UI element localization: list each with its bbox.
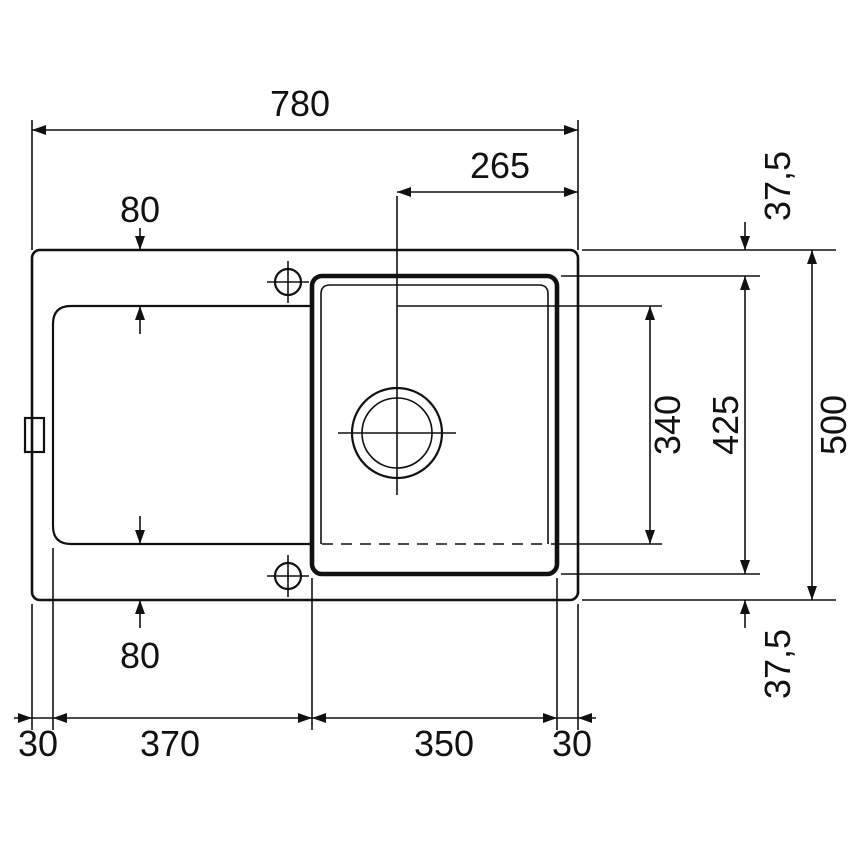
arrowhead-up — [135, 306, 145, 320]
dim-label-drainer-width: 370 — [140, 723, 200, 764]
dim-deck-bottom: 80 — [120, 516, 160, 676]
bowl-outline — [309, 273, 560, 577]
tap-hole-top — [267, 261, 309, 303]
arrowhead-down — [135, 530, 145, 544]
arrowhead-up — [135, 600, 145, 614]
arrowhead-down — [740, 560, 750, 574]
main-bowl — [309, 273, 560, 577]
arrowhead-left — [312, 713, 326, 723]
arrowhead-up — [740, 600, 750, 614]
dim-bowl-inner-length: 340 — [645, 306, 688, 544]
dim-label-overall-depth: 500 — [813, 395, 854, 455]
dim-label-drain-offset: 265 — [470, 145, 530, 186]
drainer-outline — [51, 304, 312, 546]
arrowhead-up — [807, 250, 817, 264]
dim-overall-depth: 500 — [807, 250, 854, 600]
arrowhead-right — [543, 713, 557, 723]
overflow-slot — [23, 416, 46, 454]
arrowhead-down — [135, 236, 145, 250]
dim-label-top-margin: 37,5 — [757, 151, 798, 221]
drain-hole — [338, 196, 456, 495]
arrowhead-left — [32, 125, 46, 135]
arrowhead-down — [740, 236, 750, 250]
dim-label-deck-top: 80 — [120, 189, 160, 230]
arrowhead-right — [564, 187, 578, 197]
dim-label-deck-bottom: 80 — [120, 635, 160, 676]
dim-label-overall-width: 780 — [270, 83, 330, 124]
dim-drain-offset: 265 — [397, 145, 578, 197]
arrowhead-down — [807, 586, 817, 600]
dim-label-bowl-length: 425 — [705, 395, 746, 455]
arrowhead-right — [298, 713, 312, 723]
arrowhead-up — [740, 276, 750, 290]
dim-label-bowl-width: 350 — [414, 723, 474, 764]
dim-bottom-chain: 30 370 350 30 — [14, 548, 596, 764]
dim-deck-top: 80 — [120, 189, 160, 334]
arrowhead-right — [18, 713, 32, 723]
right-extension-lines — [397, 249, 836, 601]
arrowhead-down — [645, 530, 655, 544]
arrowhead-left — [578, 713, 592, 723]
bowl-rim-line — [320, 284, 549, 544]
arrowhead-left — [397, 187, 411, 197]
dim-overall-width: 780 — [31, 83, 579, 250]
overflow-slot-rect — [23, 416, 46, 454]
drainer-area — [51, 304, 312, 546]
dim-label-right-margin: 30 — [552, 723, 592, 764]
arrowhead-right — [564, 125, 578, 135]
dim-label-bowl-inner-length: 340 — [647, 395, 688, 455]
arrowhead-up — [645, 306, 655, 320]
dim-bowl-length-column: 37,5 425 37,5 — [705, 151, 798, 699]
tap-hole-bottom — [267, 555, 309, 597]
dim-label-left-margin: 30 — [18, 723, 58, 764]
dim-label-bottom-margin: 37,5 — [757, 629, 798, 699]
arrowhead-left — [53, 713, 67, 723]
